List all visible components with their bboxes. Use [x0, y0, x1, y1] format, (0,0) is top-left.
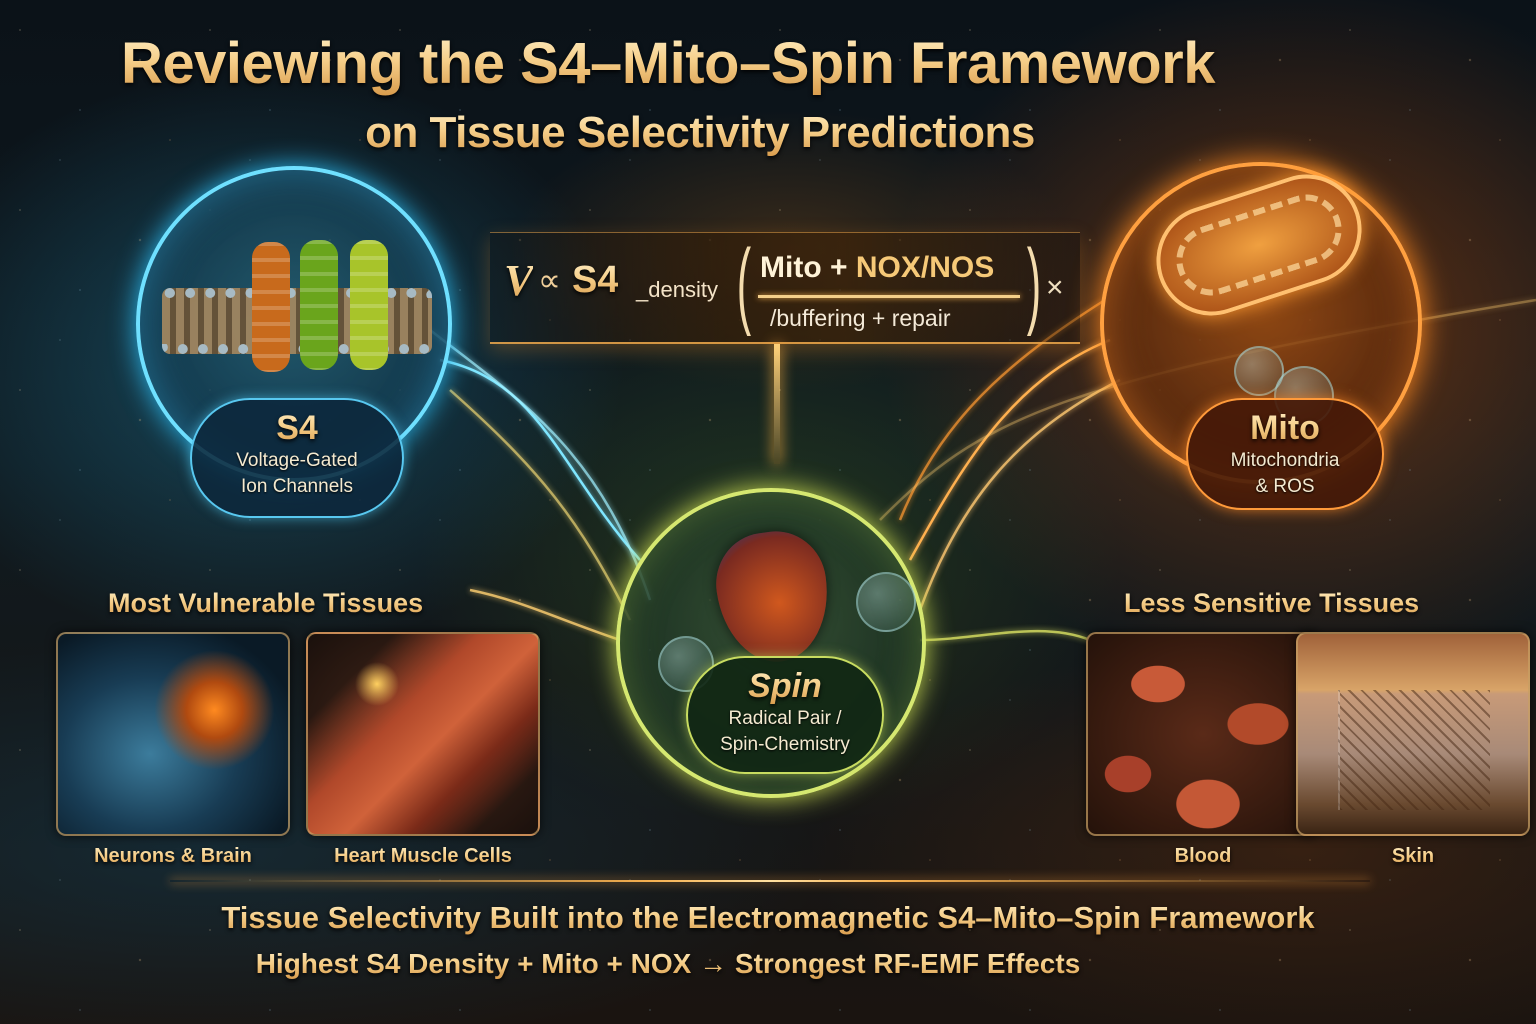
- vulnerable-heading: Most Vulnerable Tissues: [108, 588, 424, 618]
- less-sensitive-heading: Less Sensitive Tissues: [1124, 588, 1420, 618]
- formula-times-symbol: ×: [1046, 271, 1064, 304]
- lipid-membrane-icon: [162, 288, 432, 354]
- s4-desc-line2: Ion Channels: [241, 476, 353, 497]
- helix-icon: [300, 240, 338, 370]
- main-title: Reviewing the S4–Mito–Spin Framework: [0, 30, 1436, 97]
- mito-desc-line1: Mitochondria: [1230, 450, 1340, 471]
- footer-headline: Tissue Selectivity Built into the Electr…: [0, 900, 1536, 936]
- tissue-label-skin: Skin: [1296, 845, 1530, 868]
- formula-numerator-mito: Mito +: [760, 251, 856, 284]
- formula-left-paren: (: [736, 230, 752, 337]
- footer-divider: [170, 880, 1370, 882]
- spin-desc-line2: Spin-Chemistry: [720, 734, 850, 755]
- red-blood-cell-icon: [1086, 632, 1320, 836]
- spin-label-pill: Spin Radical Pair / Spin-Chemistry: [686, 656, 884, 774]
- tissue-label-neurons: Neurons & Brain: [56, 845, 290, 868]
- formula-numerator-nox: NOX/NOS: [855, 251, 995, 284]
- s4-title: S4: [192, 408, 402, 448]
- heart-icon: [709, 524, 837, 670]
- fraction-bar: [758, 295, 1020, 298]
- helix-icon: [350, 240, 388, 370]
- tissue-label-heart: Heart Muscle Cells: [306, 845, 540, 868]
- spin-title: Spin: [688, 666, 882, 706]
- ion-channel-icon: [252, 242, 290, 372]
- skin-layer-icon: [1296, 632, 1530, 836]
- mitochondrion-icon: [1142, 160, 1376, 330]
- footer-summary: Highest S4 Density + Mito + NOX → Strong…: [0, 948, 1436, 980]
- formula-numerator: Mito + NOX/NOS: [760, 251, 994, 285]
- s4-label-pill: S4 Voltage-Gated Ion Channels: [190, 398, 404, 518]
- tissue-label-blood: Blood: [1086, 845, 1320, 868]
- subtitle: on Tissue Selectivity Predictions: [0, 108, 1468, 158]
- mito-title: Mito: [1188, 408, 1382, 448]
- formula-right-paren: ): [1026, 230, 1042, 337]
- s4-desc-line1: Voltage-Gated: [236, 450, 358, 471]
- formula-s4-subscript: _density: [636, 277, 718, 302]
- mito-desc-line2: & ROS: [1255, 476, 1315, 497]
- formula-s4: S4: [572, 259, 619, 301]
- mito-label-pill: Mito Mitochondria & ROS: [1186, 398, 1384, 510]
- formula-lhs: V: [504, 256, 534, 305]
- formula-banner: V ∝ S4 _density ( Mito + NOX/NOS /buffer…: [490, 232, 1080, 344]
- proportional-symbol: ∝: [538, 262, 561, 298]
- formula-denominator: /buffering + repair: [770, 305, 951, 331]
- brain-icon: [56, 632, 290, 836]
- formula-connector-beam: [774, 344, 780, 464]
- vesicle-icon: [856, 572, 916, 632]
- spin-desc-line1: Radical Pair /: [728, 708, 842, 729]
- muscle-fiber-icon: [306, 632, 540, 836]
